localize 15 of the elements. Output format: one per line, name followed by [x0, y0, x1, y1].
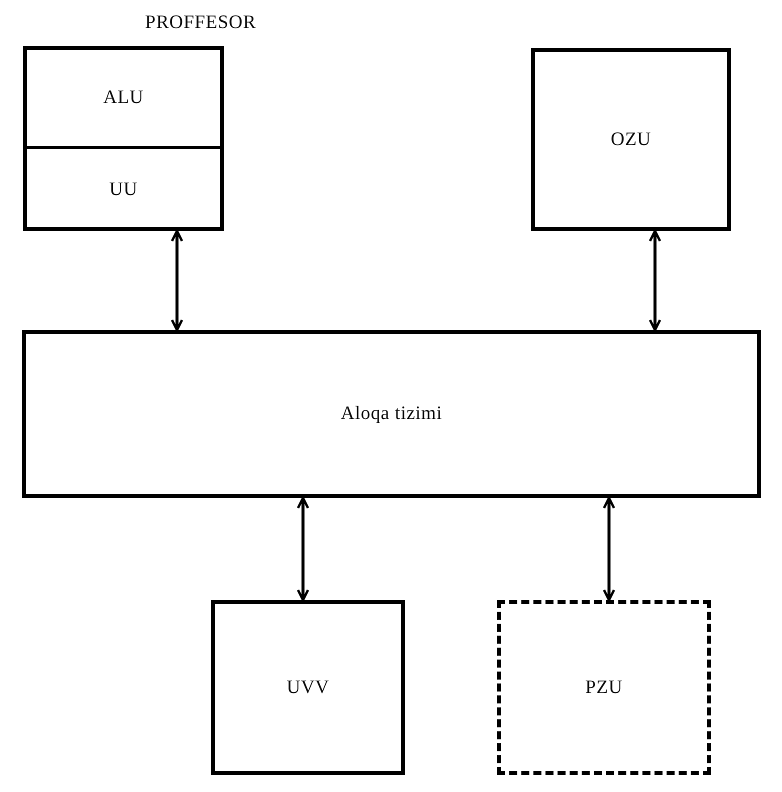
block-box	[211, 600, 405, 775]
block-box	[497, 600, 711, 775]
block-box	[531, 48, 731, 231]
double-arrow	[170, 230, 184, 332]
block-box	[22, 330, 761, 498]
double-arrow	[296, 496, 310, 602]
node-label: OZU	[610, 128, 652, 150]
node-label: UVV	[286, 676, 330, 698]
double-arrow	[602, 496, 616, 602]
node-label: ALU	[103, 87, 144, 109]
double-arrow	[648, 230, 662, 332]
node-label: PZU	[585, 676, 623, 698]
processor-heading: PROFFESOR	[145, 12, 256, 34]
node-label: UU	[109, 179, 138, 201]
node-label: Aloqa tizimi	[340, 403, 442, 425]
